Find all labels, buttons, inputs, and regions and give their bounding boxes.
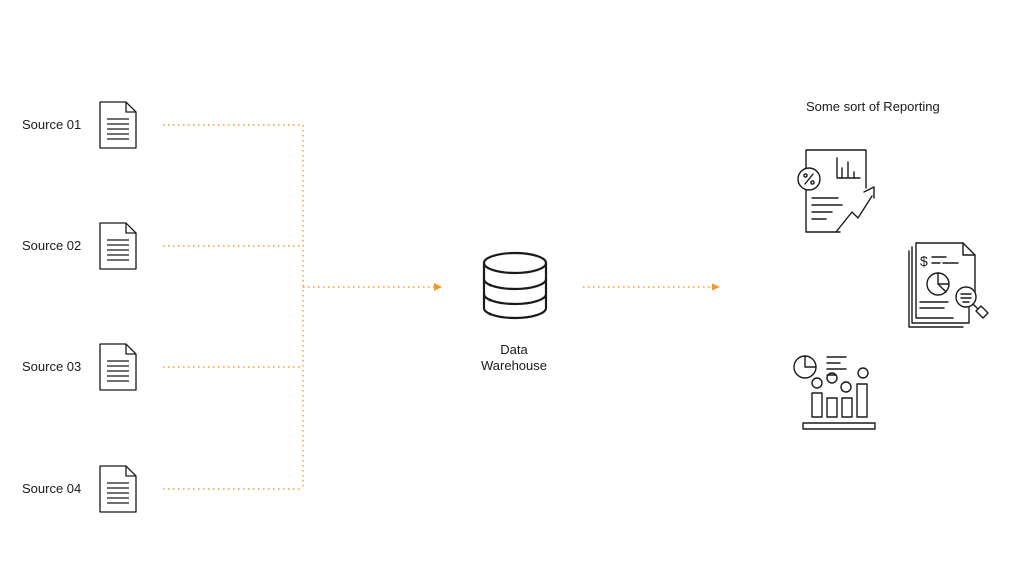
arrowhead-to-reporting [712,283,720,291]
arrowhead-to-warehouse [434,283,442,291]
financial-audit-icon: $ [908,242,989,328]
source-label-04: Source 04 [22,481,82,496]
source-label-03: Source 03 [22,359,82,374]
connectors [163,124,712,490]
document-icon [99,465,137,513]
warehouse-label: Data Warehouse [464,342,564,374]
svg-text:$: $ [920,253,928,269]
source-label-02: Source 02 [22,238,82,253]
document-icon [99,222,137,270]
growth-report-icon [797,149,875,233]
warehouse-label-line-1: Data [500,342,528,357]
document-icon [99,101,137,149]
source-label-01: Source 01 [22,117,82,132]
database-icon [482,251,548,320]
warehouse-label-line-2: Warehouse [481,358,547,373]
analytics-dashboard-icon [793,355,876,430]
reporting-title: Some sort of Reporting [806,99,940,114]
document-icon [99,343,137,391]
